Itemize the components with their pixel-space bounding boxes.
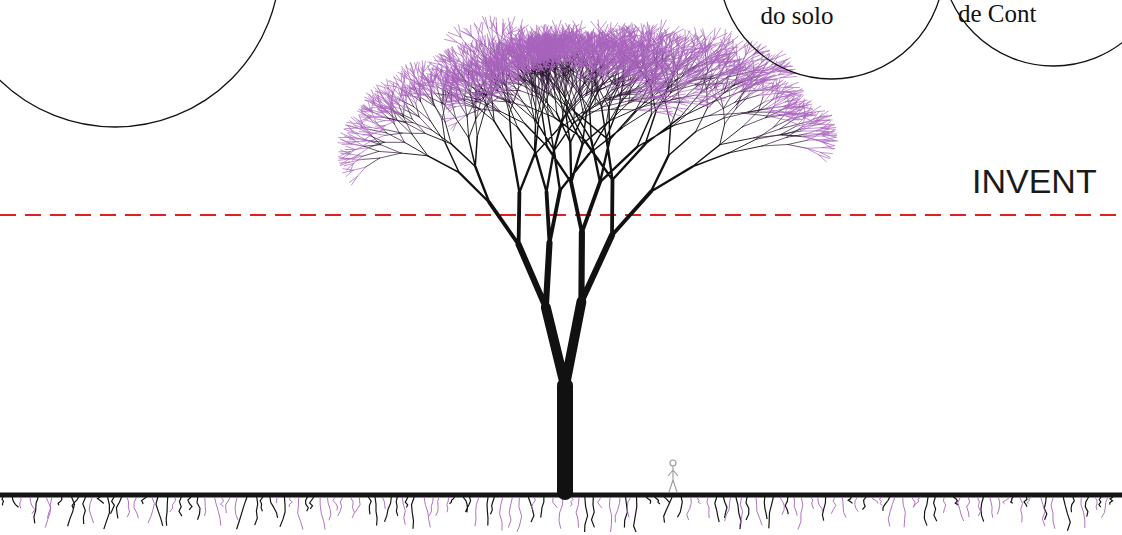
tree [338, 16, 838, 492]
tree-branch [546, 302, 582, 386]
tree-branch [459, 138, 692, 202]
circle-node: de Cont [940, 0, 1122, 67]
tree-branch [557, 386, 573, 492]
circle-node: do solo [718, 0, 945, 80]
root-lines [20, 497, 1108, 532]
circle-text: do solo [761, 2, 834, 30]
circle-outline [0, 0, 280, 127]
tree-branch [489, 180, 651, 245]
dashed-line [0, 214, 1122, 216]
tree-branch [338, 16, 838, 185]
root-lines [2, 497, 1113, 532]
person-figure [668, 460, 678, 492]
circle-text: de Cont [958, 0, 1036, 28]
section-label: INVENT [972, 163, 1097, 200]
tree-branch [519, 233, 612, 308]
roots [0, 495, 1122, 532]
